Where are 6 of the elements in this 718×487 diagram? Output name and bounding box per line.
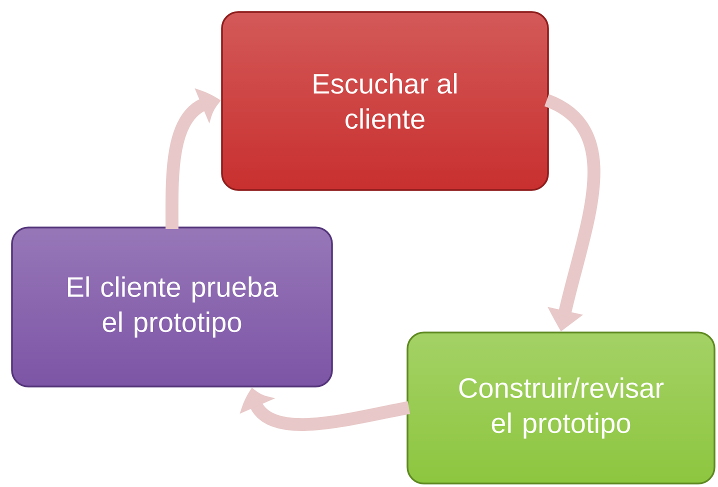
arrow: [241, 388, 410, 431]
process-box: El cliente prueba el prototipo: [11, 226, 333, 388]
arrow: [544, 94, 600, 330]
process-box: Escuchar al cliente: [221, 11, 549, 191]
process-box: Construir/revisar el prototipo: [406, 332, 716, 484]
arrow: [166, 90, 220, 229]
